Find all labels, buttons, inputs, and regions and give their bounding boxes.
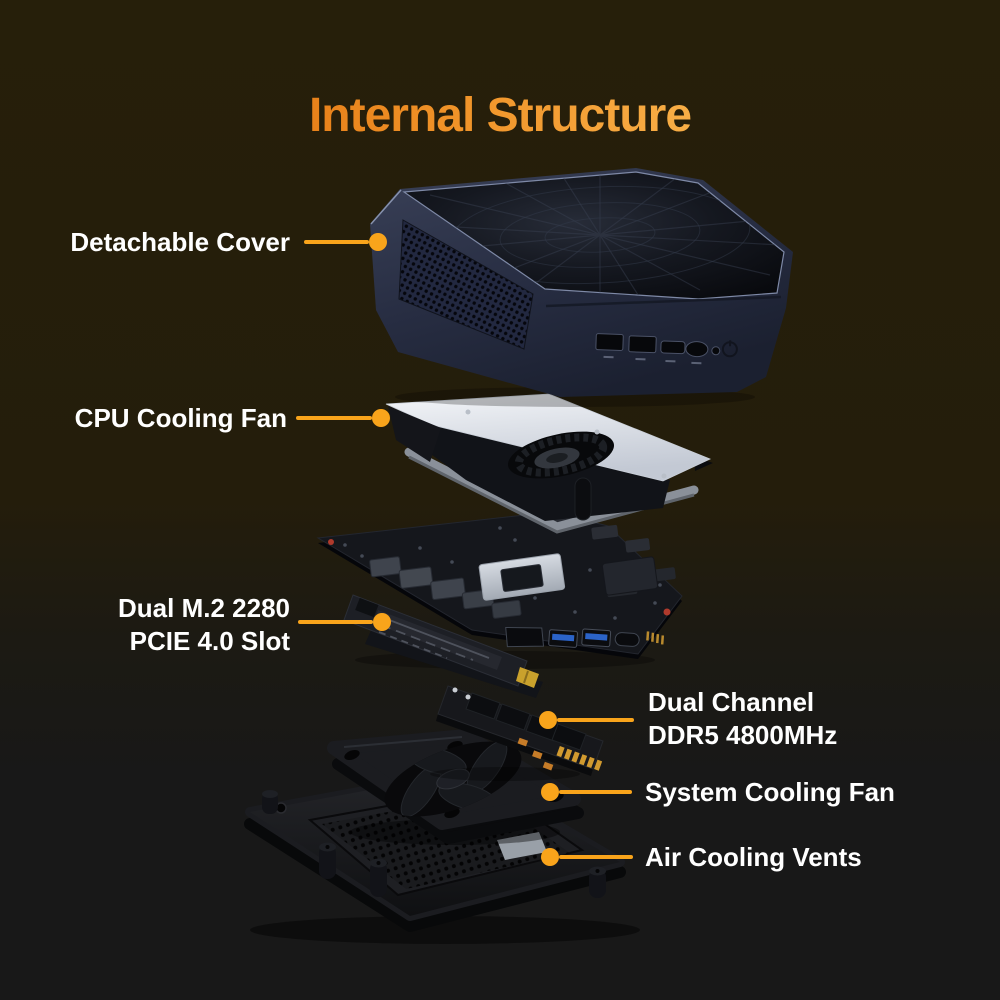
callout-ddr5-line2: DDR5 4800MHz <box>648 720 838 750</box>
ram-module-part <box>430 685 604 781</box>
callout-m2-slot-line1: Dual M.2 2280 <box>118 593 290 623</box>
callout-cpu-cooling-fan-label: CPU Cooling Fan <box>74 403 287 433</box>
callout-m2-slot-line2: PCIE 4.0 Slot <box>129 626 290 656</box>
leader-dot-system-cooling-fan <box>541 783 559 801</box>
callout-air-cooling-vents-label: Air Cooling Vents <box>645 842 862 872</box>
mini-pc-case-part <box>370 168 793 407</box>
leader-detachable-cover <box>304 240 369 244</box>
page-title: Internal Structure <box>0 88 1000 143</box>
leader-dot-ddr5 <box>539 711 557 729</box>
callout-m2-slot-label: Dual M.2 2280 PCIE 4.0 Slot <box>118 592 290 658</box>
callout-detachable-cover-label: Detachable Cover <box>70 227 290 257</box>
system-cooling-fan-part <box>327 729 584 845</box>
callout-ddr5-line1: Dual Channel <box>648 687 815 717</box>
leader-air-cooling-vents <box>559 855 633 859</box>
callout-ddr5-label: Dual Channel DDR5 4800MHz <box>648 686 837 752</box>
page-title-text: Internal Structure <box>308 89 692 143</box>
leader-ddr5 <box>557 718 634 722</box>
leader-dot-air-cooling-vents <box>541 848 559 866</box>
leader-cpu-cooling-fan <box>296 416 372 420</box>
leader-dot-detachable-cover <box>369 233 387 251</box>
cpu-cooling-fan-part <box>385 393 713 534</box>
leader-dot-m2-slot <box>373 613 391 631</box>
leader-m2-slot <box>298 620 373 624</box>
leader-dot-cpu-cooling-fan <box>372 409 390 427</box>
motherboard-part <box>316 511 683 669</box>
callout-system-cooling-fan-label: System Cooling Fan <box>645 777 895 807</box>
leader-system-cooling-fan <box>559 790 632 794</box>
